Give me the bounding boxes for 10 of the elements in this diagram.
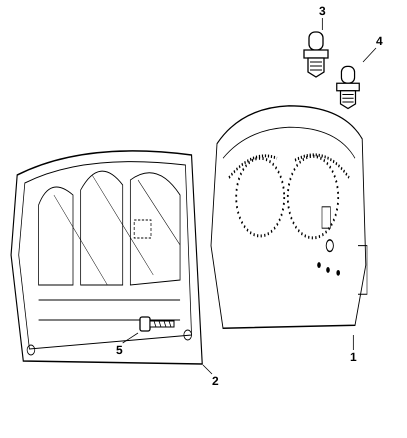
- leader-line: [362, 48, 376, 62]
- callout-number: 5: [116, 343, 123, 357]
- leader-line: [322, 18, 323, 30]
- leader-line: [122, 332, 138, 344]
- leader-line: [352, 334, 354, 350]
- callout-number: 4: [376, 34, 383, 48]
- leader-line: [202, 364, 212, 374]
- callout-number: 2: [212, 374, 219, 388]
- callout-number: 1: [350, 350, 357, 364]
- callout-number: 3: [319, 4, 326, 18]
